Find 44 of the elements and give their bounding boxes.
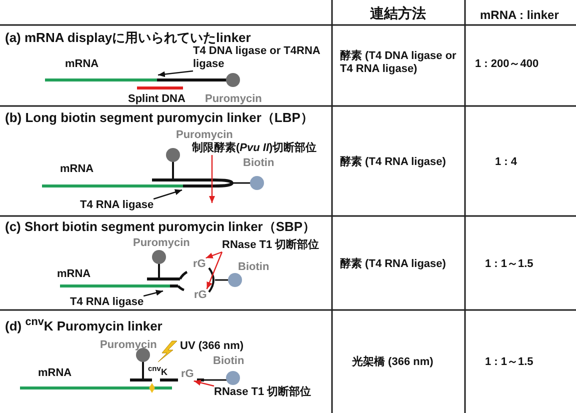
molecule-label: Biotin — [238, 261, 270, 274]
leader-line — [206, 252, 223, 290]
callout-text: RNase T1 切断部位 — [214, 386, 312, 399]
leader-line — [153, 189, 182, 200]
strand-label: mRNA — [57, 268, 91, 281]
leader-line — [158, 70, 194, 78]
leader-line — [209, 155, 215, 203]
table-text: 1 : 4 — [495, 156, 518, 169]
table-text: 酵素 (T4 RNA ligase) — [340, 156, 446, 169]
molecule-label: Puromycin — [133, 237, 190, 250]
molecule-label: Puromycin — [176, 129, 233, 142]
strand-label: mRNA — [60, 163, 94, 176]
molecule-label: Puromycin — [100, 339, 157, 352]
strand-label: mRNA — [38, 367, 72, 380]
table-text: 1 : 1～1.5 — [485, 356, 534, 369]
table-text: 酵素 (T4 RNA ligase) — [340, 258, 446, 271]
table-text: 1 : 200～400 — [475, 58, 539, 71]
row-heading: (c) Short biotin segment puromycin linker（SBP） — [5, 219, 316, 235]
molecule-label: Biotin — [243, 157, 274, 170]
leader-line — [194, 380, 214, 387]
strand-label: mRNA — [65, 58, 99, 71]
callout-text: T4 RNA ligase — [70, 296, 144, 309]
residue-label: $^{cnv}$K — [148, 363, 168, 378]
wavelength-label: UV (366 nm) — [180, 340, 244, 353]
residue-label: rG — [194, 289, 207, 302]
column-header: mRNA : linker — [480, 8, 559, 23]
strand-label: Splint DNA — [128, 93, 186, 106]
table-text: 酵素 (T4 DNA ligase or T4 RNA ligase) — [340, 50, 458, 76]
table-text: 1 : 1～1.5 — [485, 258, 534, 271]
leader-line — [206, 251, 222, 259]
callout-text: 制限酵素(Pvu II)切断部位 — [192, 142, 317, 155]
row-heading: (a) mRNA displayに用いられていたlinker — [5, 30, 251, 46]
callout-text: T4 DNA ligase or T4RNA ligase — [193, 45, 323, 71]
callout-text: RNase T1 切断部位 — [222, 239, 320, 252]
row-heading: (d) $^{cnv}$K Puromycin linker — [5, 315, 162, 334]
residue-label: rG — [193, 258, 206, 271]
molecule-label: Biotin — [213, 355, 244, 368]
molecule-label: Puromycin — [205, 93, 262, 106]
callout-text: T4 RNA ligase — [80, 199, 154, 212]
residue-label: rG — [181, 368, 194, 381]
leader-line — [143, 290, 164, 297]
table-text: 光架橋 (366 nm) — [352, 356, 434, 369]
row-heading: (b) Long biotin segment puromycin linker（LBP） — [5, 110, 314, 126]
column-header: 連結方法 — [370, 5, 426, 22]
